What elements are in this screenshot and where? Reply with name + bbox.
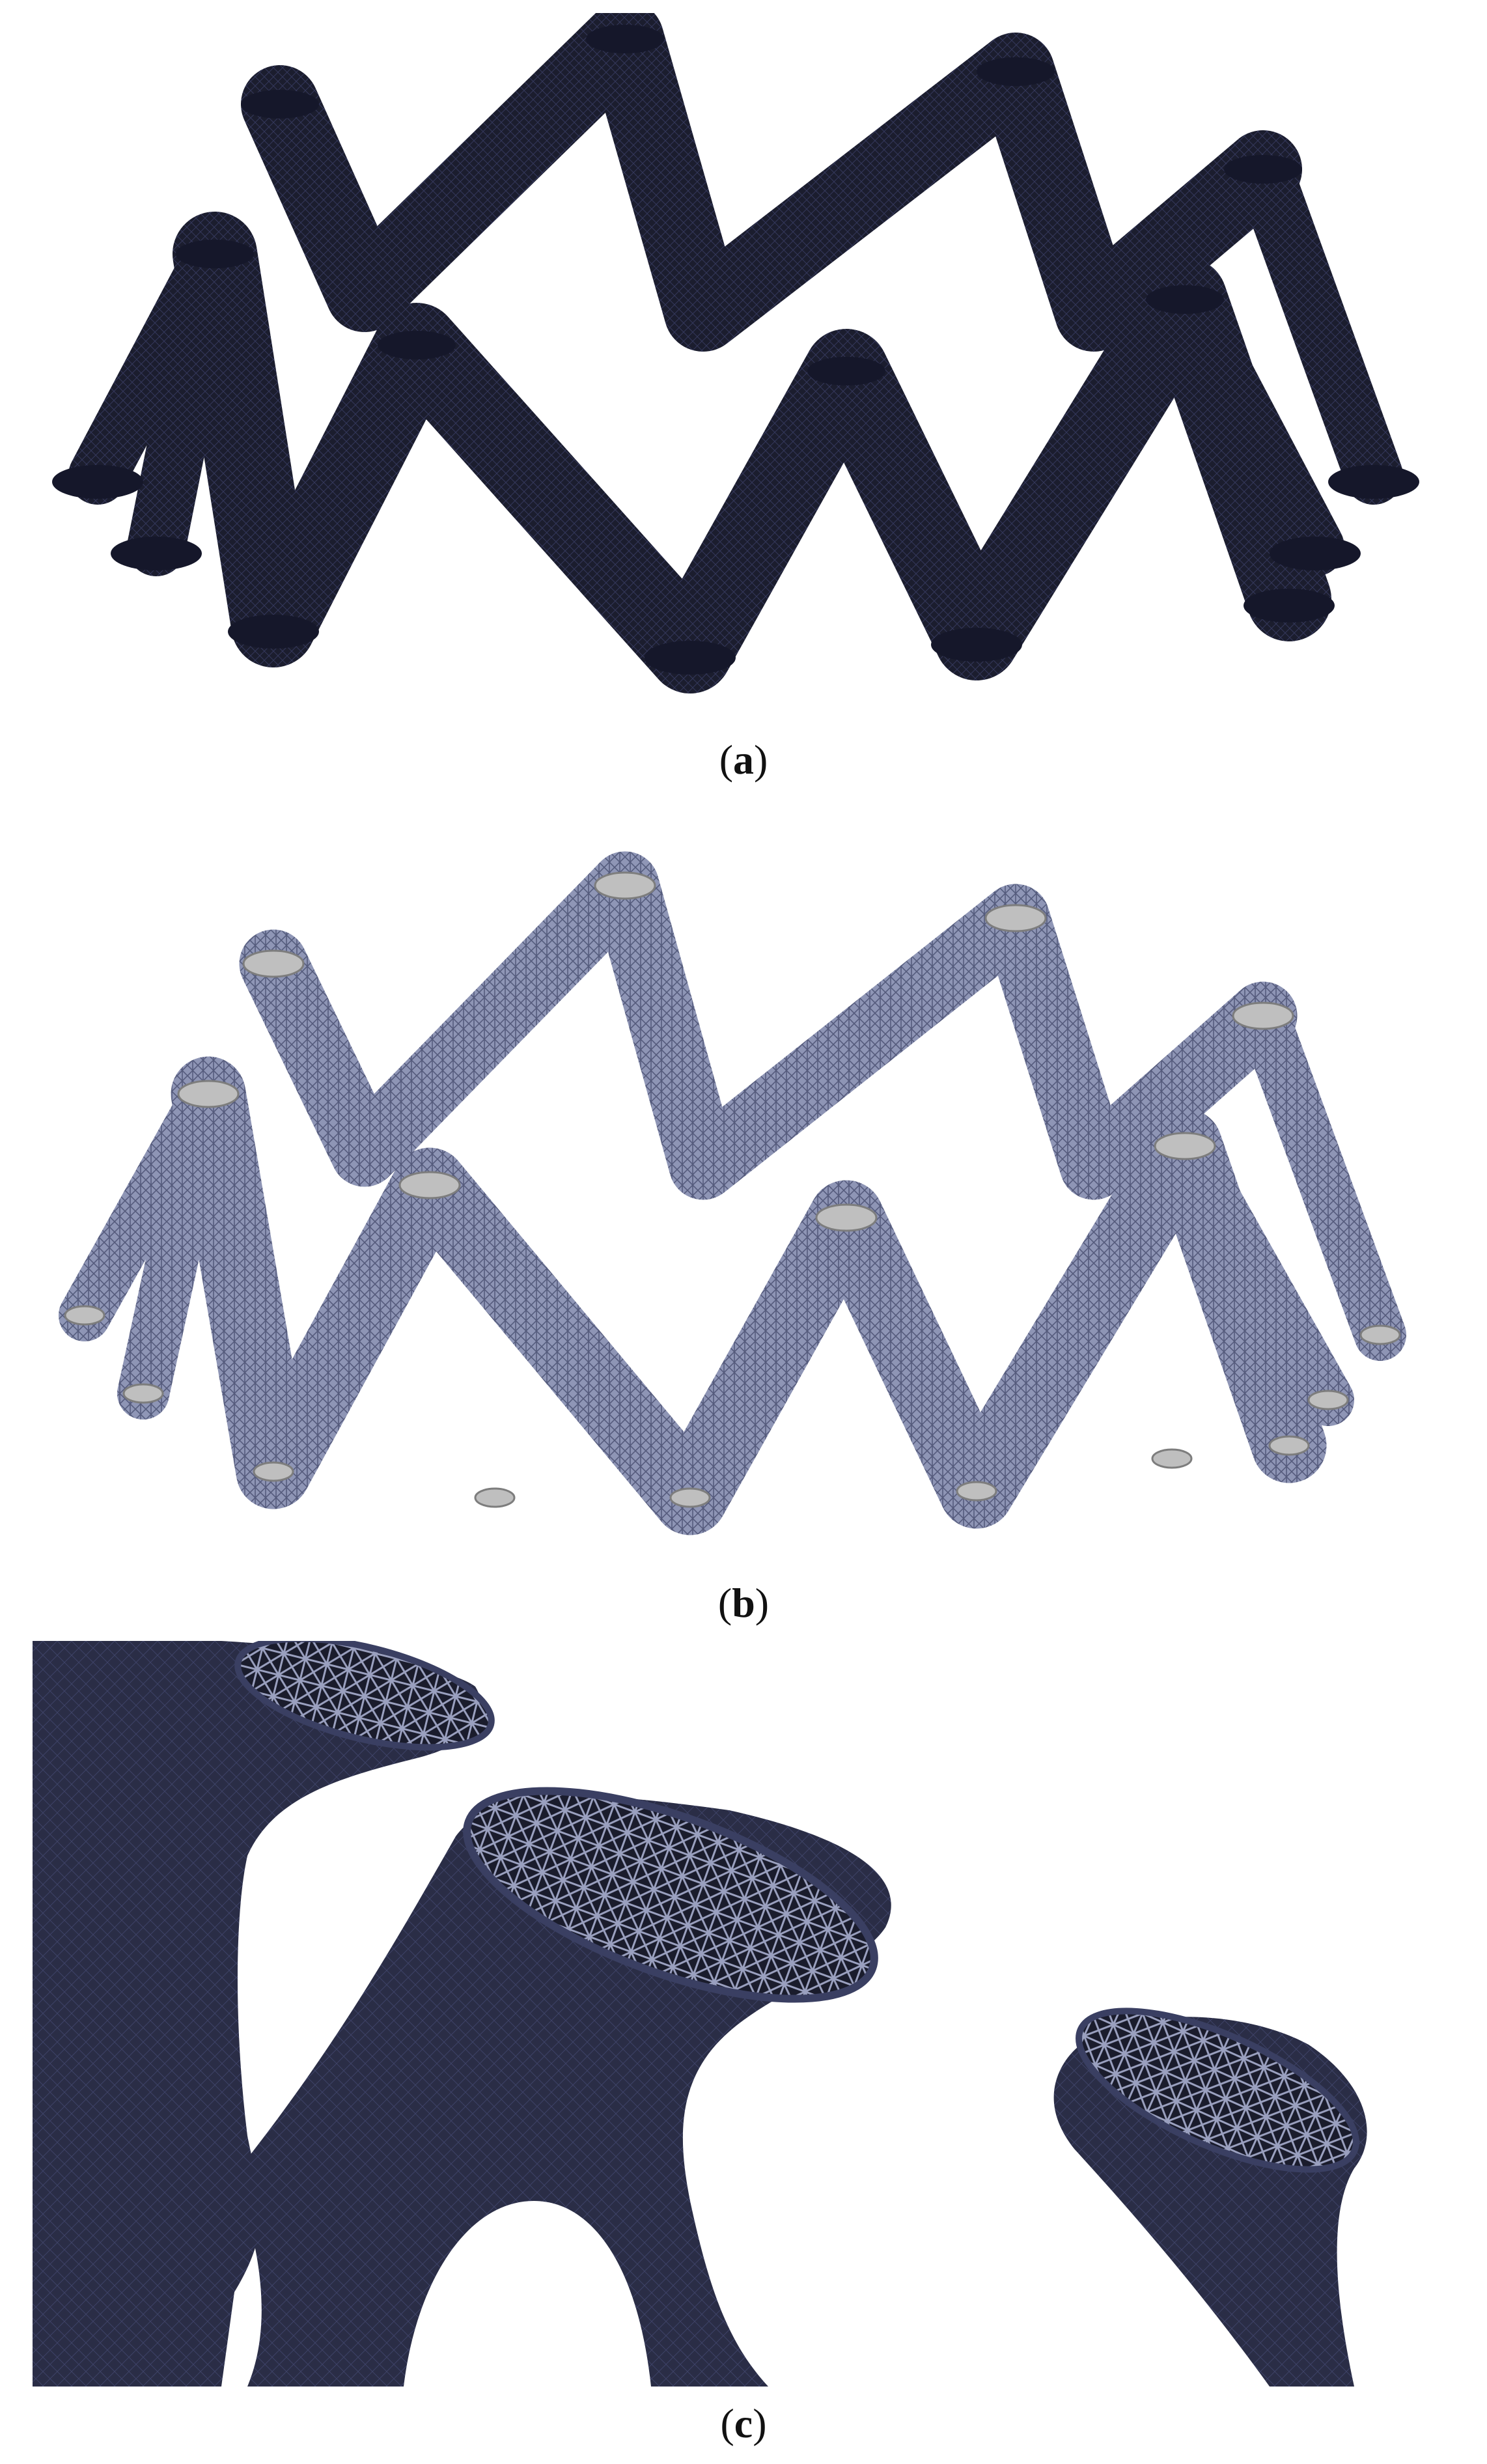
solid-mesh-illustration — [52, 13, 1419, 693]
caption-b-label: b — [732, 1580, 755, 1626]
closeup-illustration — [0, 1641, 1487, 2387]
caption-a: (a) — [719, 736, 768, 783]
lattice-illustration — [59, 851, 1406, 1535]
caption-c: (c) — [720, 2400, 767, 2446]
panel-c-closeup-section — [0, 1641, 1487, 2387]
panel-a-solid-mesh-structure — [0, 13, 1487, 716]
caption-b: (b) — [717, 1580, 770, 1626]
caption-a-label: a — [733, 736, 754, 783]
caption-c-label: c — [734, 2400, 753, 2446]
panel-b-lattice-structure — [0, 847, 1487, 1569]
